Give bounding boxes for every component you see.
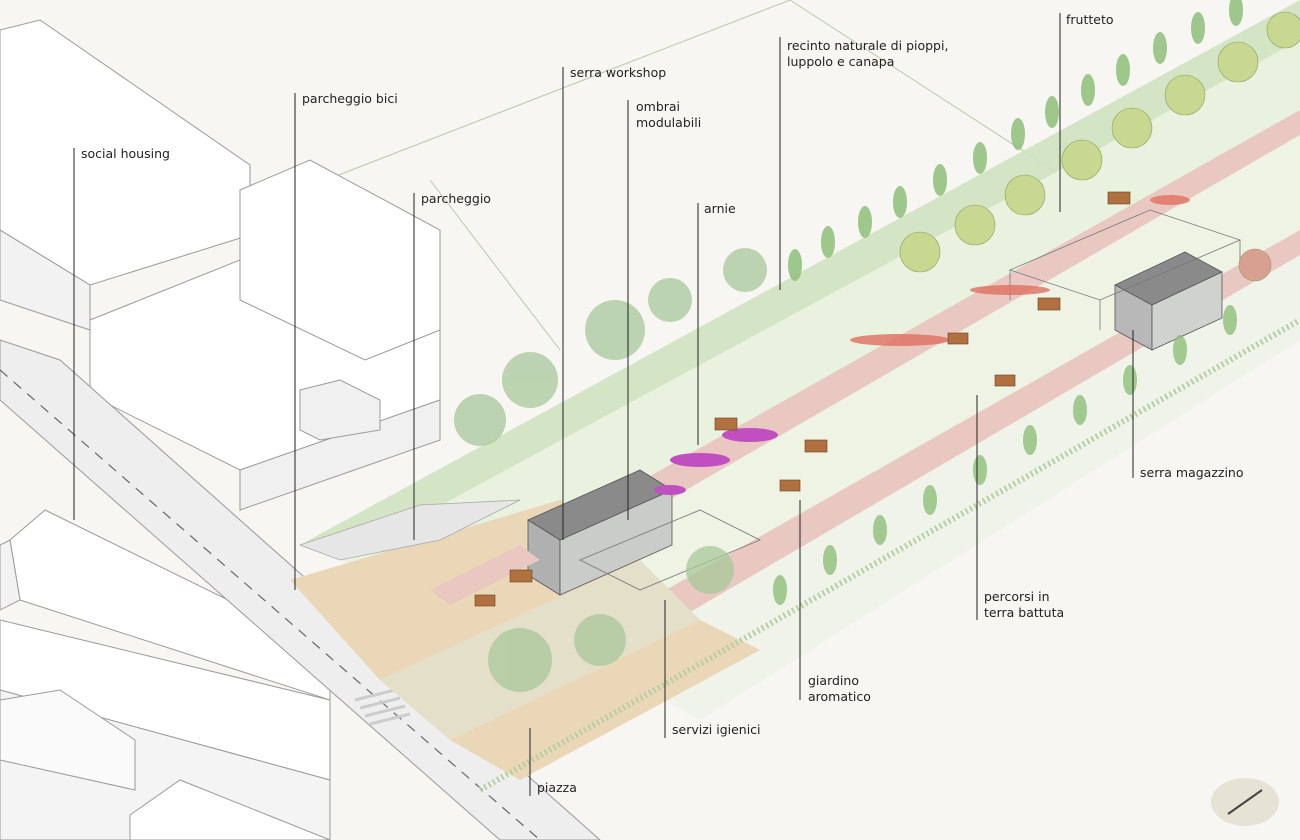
leader-lines [73, 13, 1134, 796]
greenhouses [430, 209, 1242, 605]
shade-trees [454, 248, 767, 692]
crosswalk [354, 688, 411, 726]
label-servizi-igienici: servizi igienici [672, 722, 761, 737]
label-arnie: arnie [704, 201, 736, 216]
poplar-row [788, 0, 1243, 281]
label-parcheggio: parcheggio [421, 191, 491, 206]
label-serra-workshop: serra workshop [570, 65, 667, 80]
compass-icon [1211, 778, 1279, 826]
label-serra-magazzino: serra magazzino [1140, 465, 1244, 480]
label-piazza: piazza [537, 780, 577, 795]
buildings [0, 19, 441, 840]
red-crops [850, 195, 1190, 346]
flower-beds [654, 428, 778, 495]
beehives [474, 191, 1131, 607]
label-percorsi-terra-battuta: percorsi in terra battuta [984, 589, 1065, 620]
label-parcheggio-bici: parcheggio bici [302, 91, 398, 106]
label-giardino-aromatico: giardino aromatico [808, 673, 871, 704]
label-frutteto: frutteto [1066, 12, 1114, 27]
label-recinto-naturale: recinto naturale di pioppi, luppolo e ca… [787, 38, 949, 69]
label-social-housing: social housing [81, 146, 170, 161]
fruit-trees [899, 11, 1300, 282]
label-ombrai-modulabili: ombrai modulabili [636, 99, 702, 130]
